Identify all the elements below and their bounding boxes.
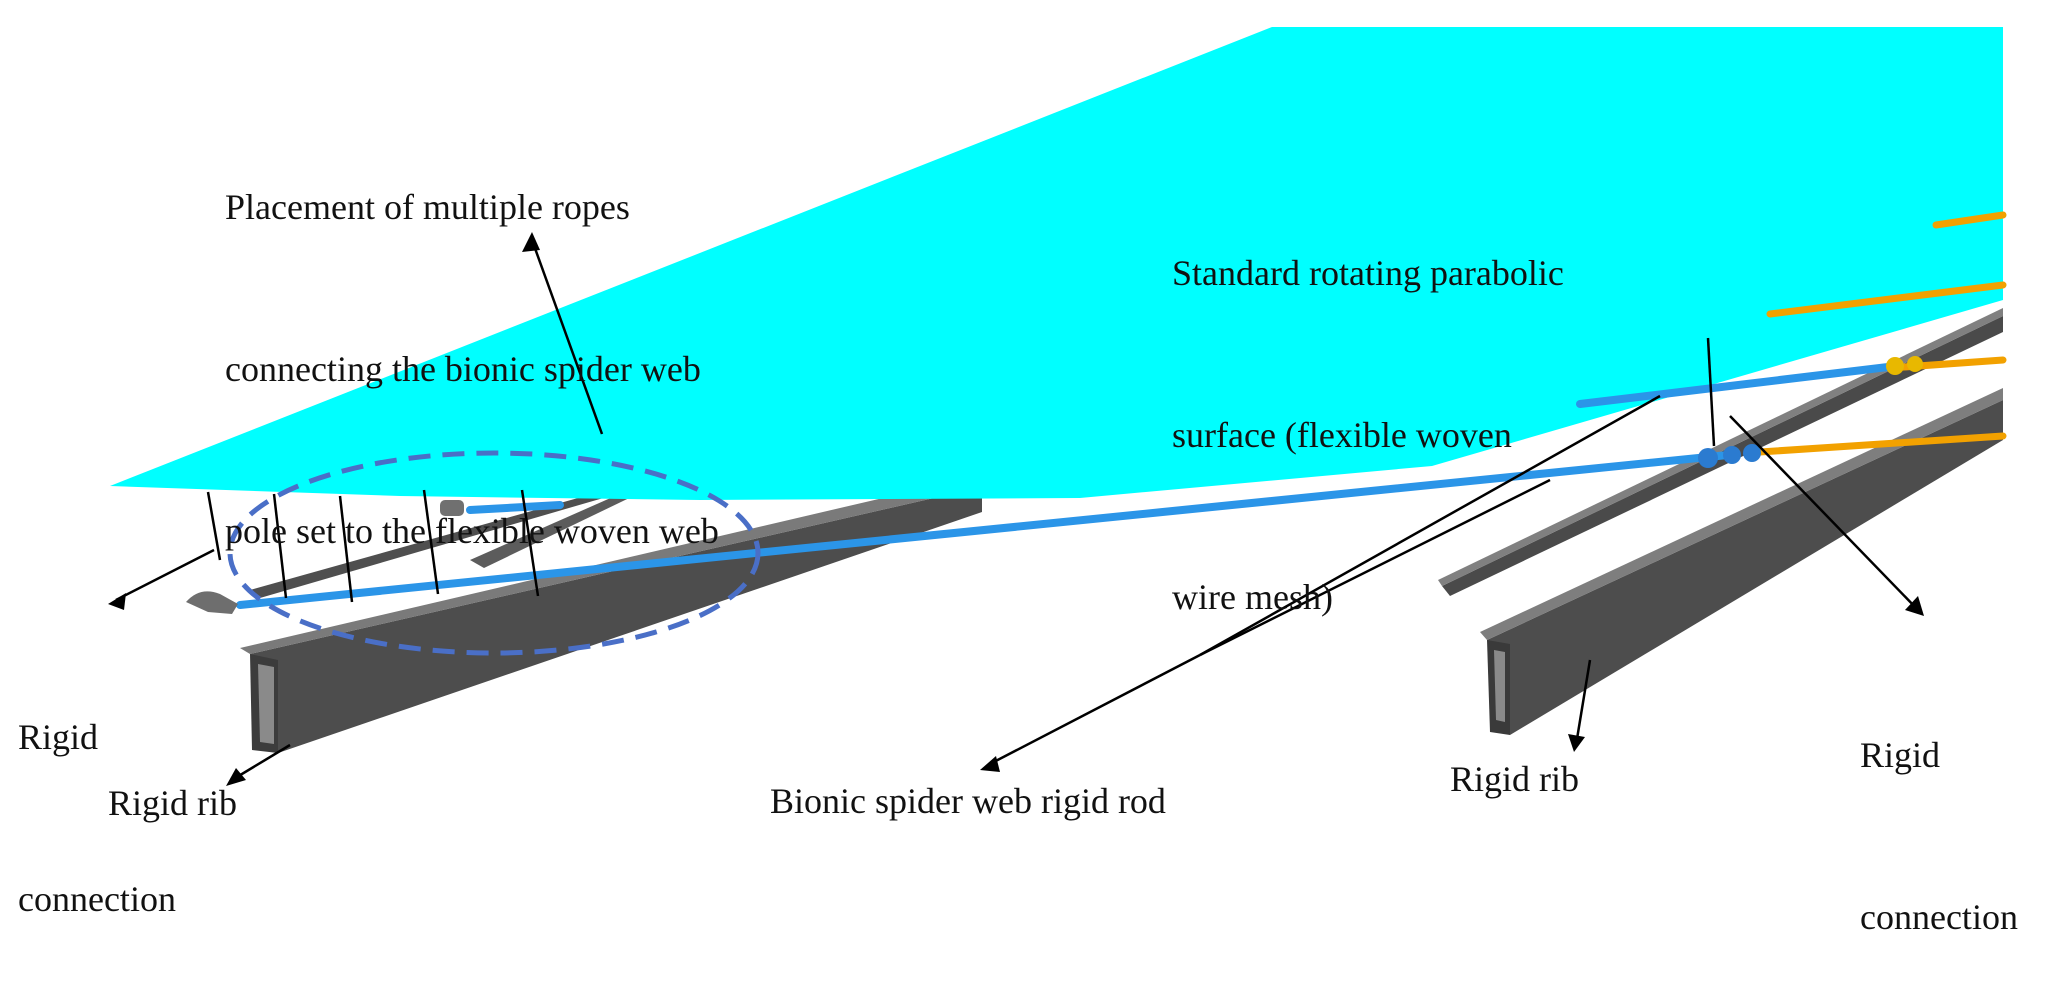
right-rigid-rib <box>1480 388 2003 735</box>
diagram-stage: Placement of multiple ropes connecting t… <box>18 27 2018 937</box>
rope-region-ellipse <box>227 450 761 656</box>
ropes-callout-line-3: pole set to the flexible woven web <box>225 511 719 551</box>
rigid-connection-joints <box>186 356 1923 614</box>
leader-lines <box>115 239 1919 782</box>
ropes-callout-line-1: Placement of multiple ropes <box>225 187 630 227</box>
rigid-connection-right-line-2: connection <box>1860 897 2018 937</box>
rigid-rod-label: Bionic spider web rigid rod <box>770 781 1166 821</box>
arrow-heads <box>108 232 1924 786</box>
rigid-connection-left-line-1: Rigid <box>18 717 99 757</box>
rigid-rib-right-label: Rigid rib <box>1450 759 1580 799</box>
ropes-callout-label: Placement of multiple ropes connecting t… <box>225 72 719 612</box>
surface-callout-line-2: surface (flexible woven <box>1172 415 1512 455</box>
blue-rods <box>236 363 1892 609</box>
rigid-connection-right-line-1: Rigid <box>1860 735 1941 775</box>
surface-callout-line-3: wire mesh) <box>1172 577 1333 617</box>
rigid-rib-left-label: Rigid rib <box>108 783 238 823</box>
ropes <box>206 337 1716 603</box>
surface-callout-label: Standard rotating parabolic surface (fle… <box>1172 138 1564 678</box>
rigid-connection-right-label: Rigid connection <box>1860 620 2018 998</box>
diagram-canvas <box>108 27 2007 786</box>
ropes-callout-line-2: connecting the bionic spider web <box>225 349 701 389</box>
rigid-connection-left-line-2: connection <box>18 879 176 919</box>
surface-callout-line-1: Standard rotating parabolic <box>1172 253 1564 293</box>
